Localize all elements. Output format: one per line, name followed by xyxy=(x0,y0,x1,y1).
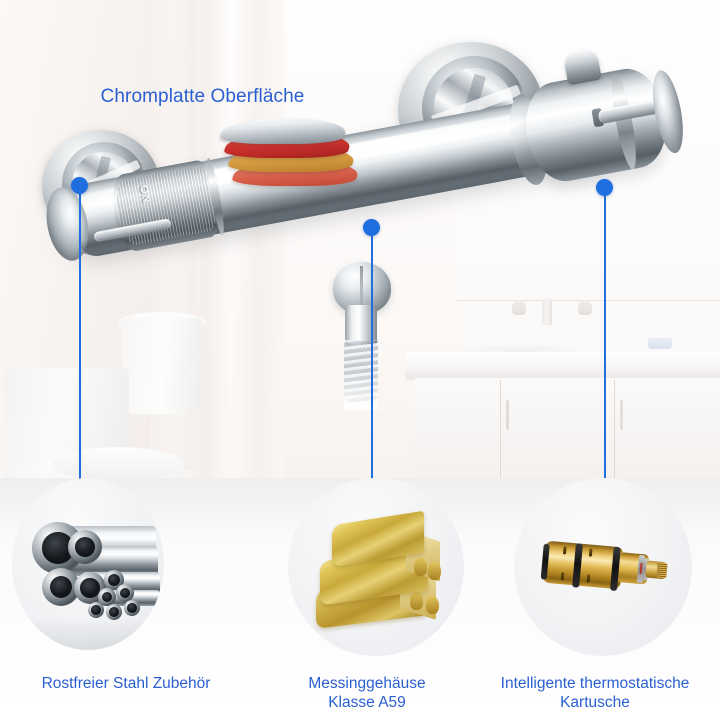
pipe-end-9 xyxy=(106,604,122,620)
pipe-end-6 xyxy=(98,588,116,606)
background-cabinet-handle xyxy=(620,400,623,430)
background-vanity-cabinet xyxy=(415,378,720,478)
background-vanity-countertop xyxy=(405,352,720,380)
background-faucet-handle-right xyxy=(578,300,592,315)
callout-dot-cartridge xyxy=(596,179,613,196)
feature-image-stainless-steel xyxy=(12,478,164,650)
background-toilet-lid xyxy=(52,447,184,481)
brass-ingot-notch-3 xyxy=(414,558,427,576)
cartridge-spline-teeth xyxy=(656,562,668,579)
leader-line-brass-housing xyxy=(371,228,373,482)
caption-thermostatic-cartridge: Intelligente thermostatische Kartusche xyxy=(470,674,720,712)
background-soap-dish xyxy=(648,338,672,349)
pipe-end-8 xyxy=(88,602,104,618)
caption-brass-housing: Messinggehäuse Klasse A59 xyxy=(256,674,478,712)
chrome-coating-layers-diagram xyxy=(218,118,364,200)
pipe-end-4 xyxy=(74,572,106,604)
leader-line-cartridge xyxy=(604,188,606,478)
background-faucet-spout xyxy=(542,298,552,325)
brass-ingot-notch-4 xyxy=(428,562,441,580)
headline-chrome-surface: Chromplatte Oberfläche xyxy=(100,86,305,107)
caption-thermostatic-cartridge-line-1: Intelligente thermostatische xyxy=(500,675,690,692)
shower-outlet-seam xyxy=(360,266,363,310)
coating-layer-chrome xyxy=(218,118,350,144)
safety-stop-button xyxy=(562,47,602,86)
pipes-reflection xyxy=(26,618,160,650)
pipe-end-2 xyxy=(68,530,102,564)
background-faucet-handle-left xyxy=(512,300,526,315)
caption-thermostatic-cartridge-line-2: Kartusche xyxy=(560,694,630,711)
shower-mixer-product-photo: ON xyxy=(40,42,689,410)
callout-dot-chrome-surface xyxy=(71,177,88,194)
callout-dot-brass-housing xyxy=(363,219,380,236)
thermostatic-cartridge-icon xyxy=(538,532,675,601)
feature-image-brass-housing xyxy=(288,478,464,656)
caption-stainless-steel-line-1: Rostfreier Stahl Zubehör xyxy=(41,675,211,692)
background-cabinet-seam xyxy=(614,380,615,478)
caption-stainless-steel: Rostfreier Stahl Zubehör xyxy=(0,674,252,693)
background-wall-faucet-icon xyxy=(512,298,594,326)
brass-ingot-notch-2 xyxy=(426,596,439,614)
caption-brass-housing-line-1: Messinggehäuse xyxy=(308,675,426,692)
feature-image-thermostatic-cartridge xyxy=(514,478,692,656)
pipe-end-7 xyxy=(116,584,134,602)
caption-brass-housing-line-2: Klasse A59 xyxy=(328,694,406,711)
background-bidet xyxy=(122,318,202,414)
background-cabinet-handle xyxy=(506,400,509,430)
pipe-end-10 xyxy=(124,600,140,616)
brass-ingot-notch-1 xyxy=(410,592,423,610)
pipe-end-3 xyxy=(42,568,80,606)
background-cabinet-seam xyxy=(500,380,501,478)
brass-ingots-icon xyxy=(314,510,442,629)
leader-line-chrome-surface xyxy=(79,186,81,487)
stainless-steel-pipes-icon xyxy=(26,520,160,624)
